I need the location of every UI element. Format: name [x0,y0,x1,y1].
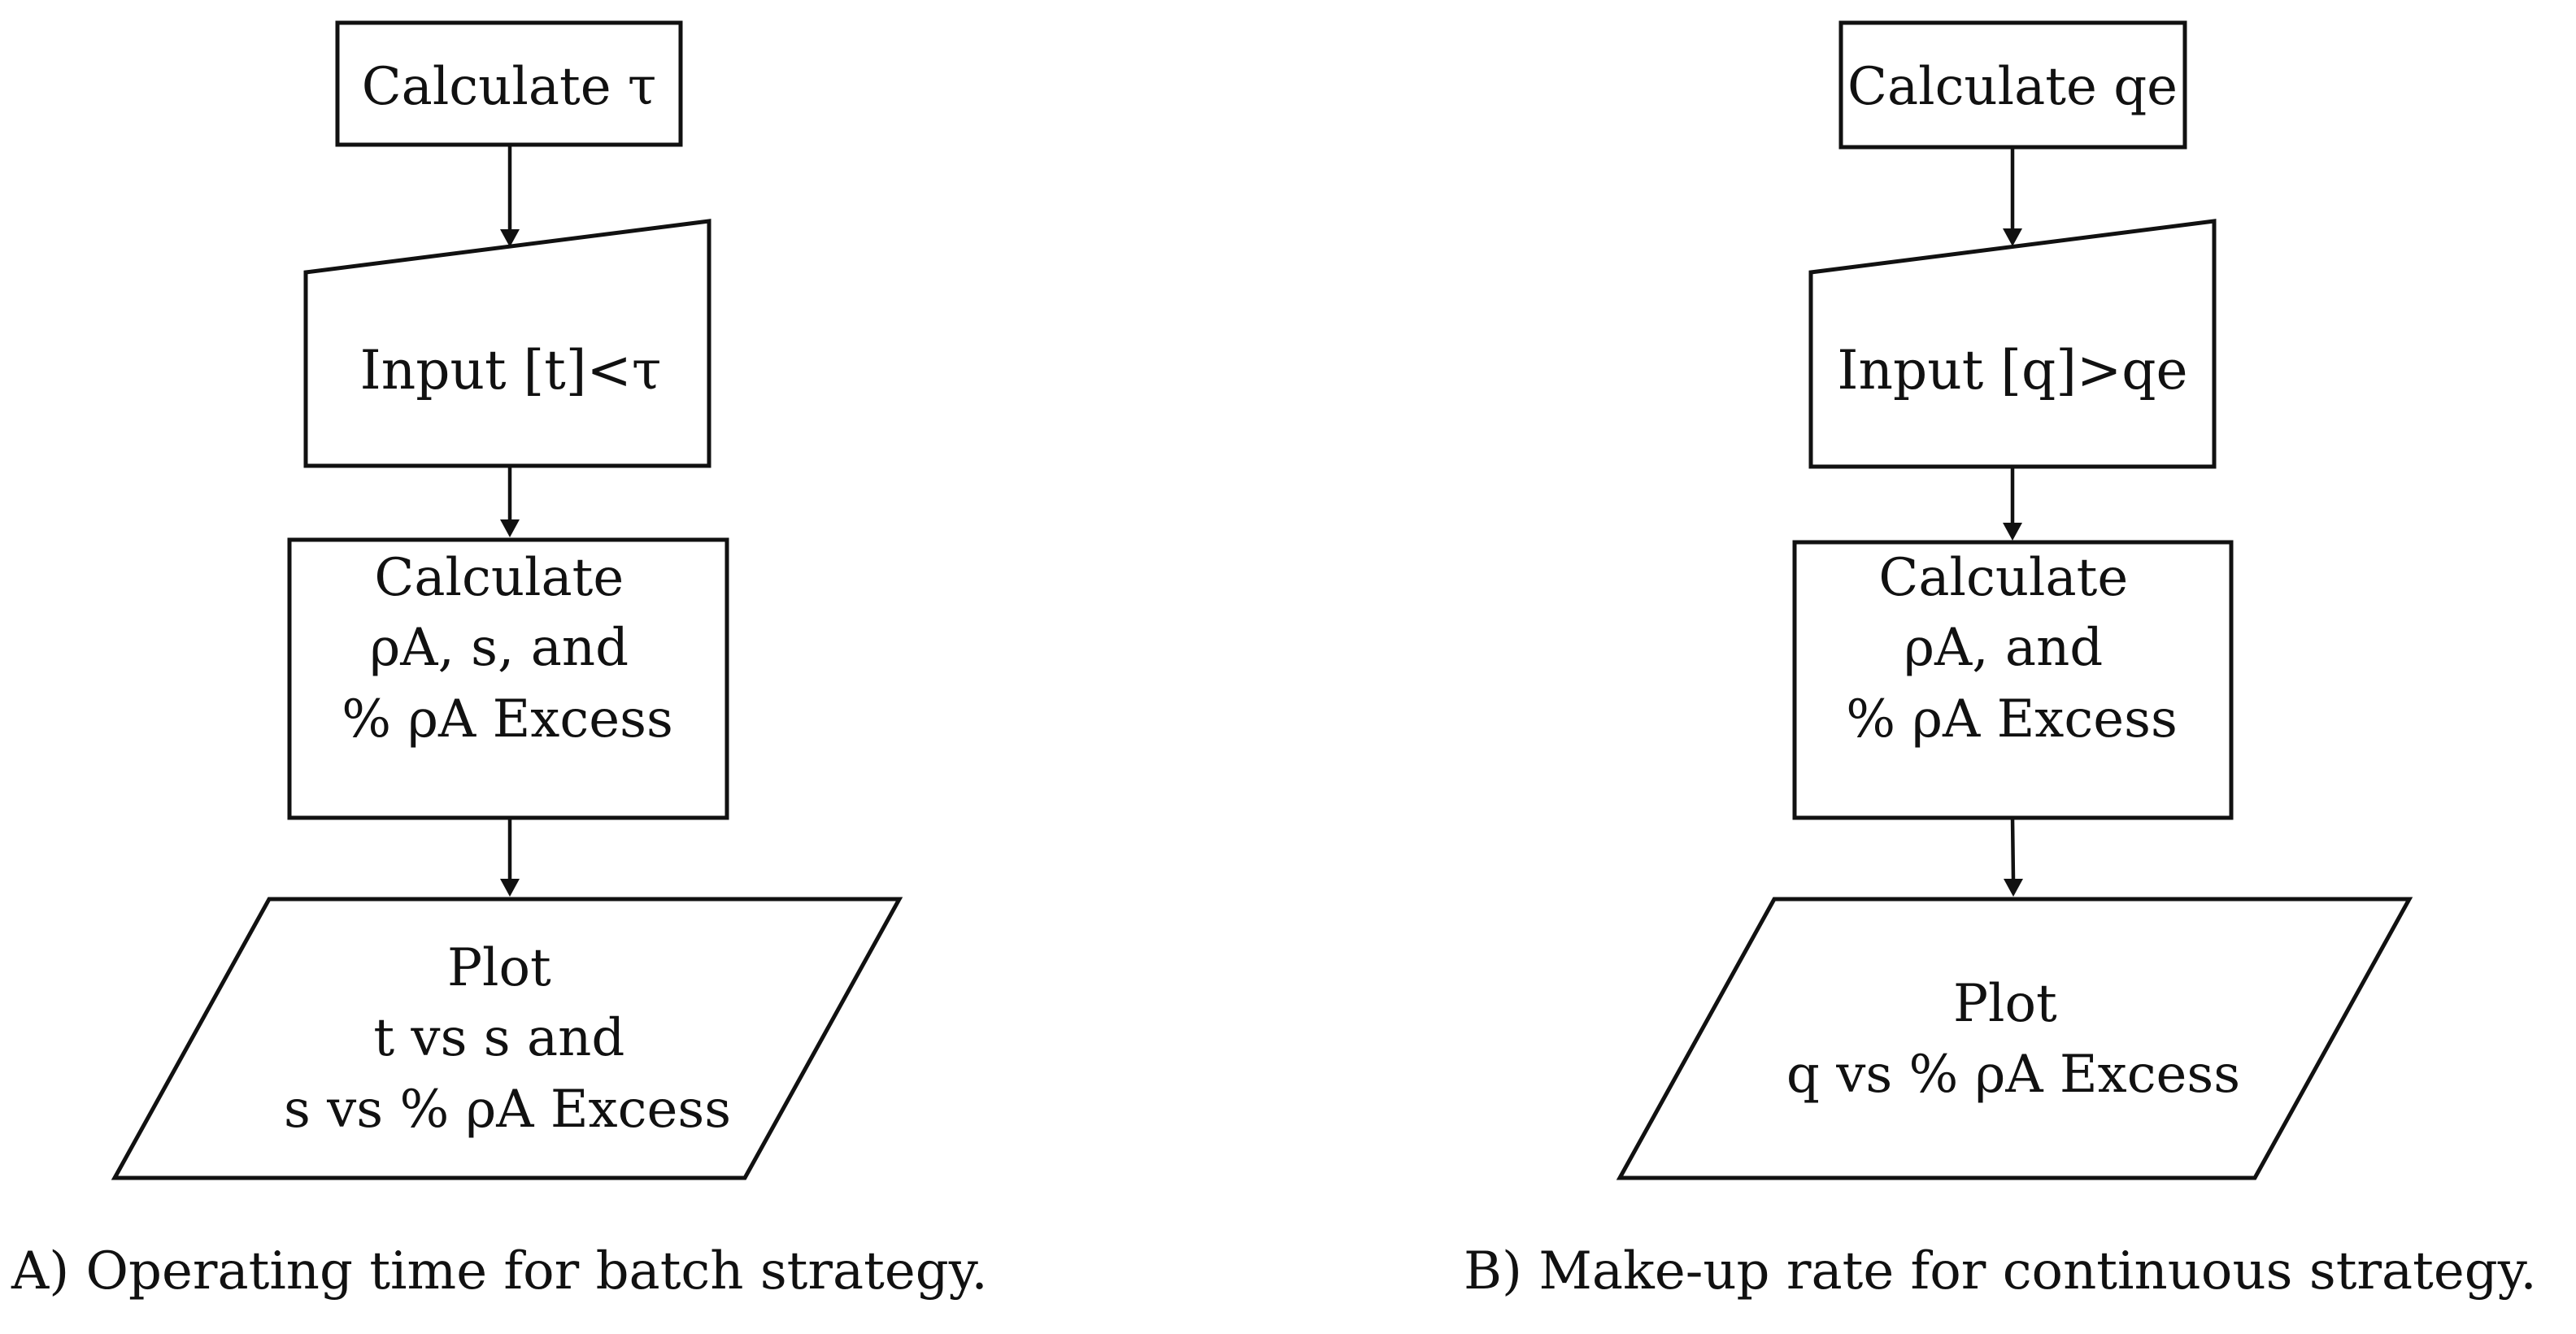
node-b3-line3: % ρA Excess [1846,689,2178,750]
edge-b-3 [2010,817,2016,880]
node-b3-line2: ρA, and [1904,618,2103,678]
edge-b-1-arrowhead [2003,228,2022,246]
node-a1-line1: Calculate τ [362,57,657,117]
node-b4-line2: q vs % ρA Excess [1786,1045,2240,1105]
svg-text:Input [t]<τ: Input [t]<τ [360,339,662,402]
node-b-input-q [1808,219,2217,469]
svg-text:Calculate τ: Calculate τ [362,57,657,117]
node-b4-line1: Plot [1953,974,2057,1034]
node-a-calculate-rho [287,537,729,820]
node-a-calculate-tau [335,20,683,147]
node-b-calculate-qe [1838,20,2187,150]
node-a-plot [111,897,903,1180]
svg-text:Input [q]>qe: Input [q]>qe [1837,339,2187,402]
node-a4-line1: Plot [447,938,551,998]
node-a-input-t [303,219,711,468]
svg-text:Plot q vs % ρA Excess: Plot q vs % ρA Excess [1786,974,2240,1105]
svg-text:Calculate ρA, s, and: Calculate ρA, s, and % ρA Excess [342,548,673,750]
edge-a-2-arrowhead [500,519,520,537]
svg-text:Plot t vs s and s: Plot t vs s and s vs % ρA Excess [284,938,731,1140]
flowchart-a: Calculate τ Input [t]<τ Calculate ρA, s,… [11,20,988,1301]
flowchart-b: Calculate qe Input [q]>qe Calculate ρA, … [1464,20,2537,1301]
caption-b: B) Make-up rate for continuous strategy. [1464,1241,2537,1301]
node-a4-line3: s vs % ρA Excess [284,1080,731,1140]
node-b3-line1: Calculate [1878,548,2128,608]
edge-a-3-arrowhead [500,879,520,897]
caption-a: A) Operating time for batch strategy. [11,1241,988,1301]
edge-a-1-arrowhead [500,229,520,247]
edge-b-2-arrowhead [2003,523,2022,541]
node-a3-line2: ρA, s, and [370,618,629,678]
svg-text:Calculate ρA, and: Calculate ρA, and % ρA Excess [1846,548,2178,750]
node-b-calculate-rho [1792,540,2234,820]
node-a3-line1: Calculate [374,548,624,608]
node-b1-line1: Calculate qe [1847,57,2178,117]
node-a4-line2: t vs s and [373,1008,624,1068]
edge-b-3-arrowhead [2004,879,2023,897]
svg-text:Calculate qe: Calculate qe [1847,57,2178,117]
node-b-plot [1616,897,2413,1180]
node-a2-line1: Input [t]<τ [360,339,662,402]
node-a3-line3: % ρA Excess [342,689,673,750]
node-b2-line1: Input [q]>qe [1837,339,2187,402]
